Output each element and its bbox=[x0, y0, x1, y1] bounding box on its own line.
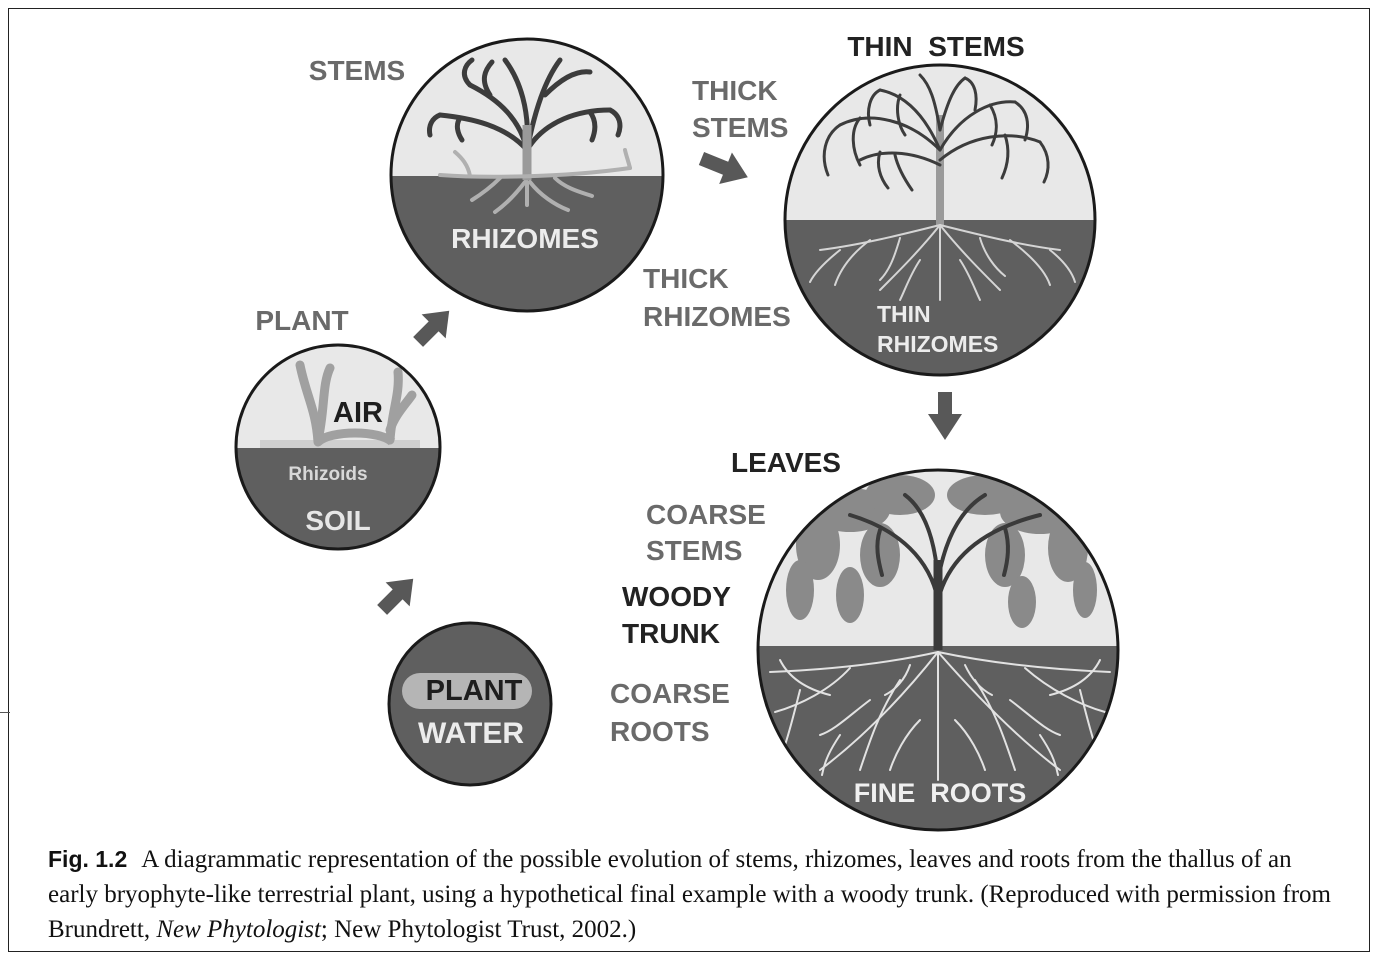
fine-roots-label: FINE ROOTS bbox=[854, 778, 1027, 808]
stage-thick-thin: THIN RHIZOMES THIN STEMS THICK STEMS THI… bbox=[643, 31, 1110, 380]
arrow-water-to-air bbox=[370, 567, 425, 622]
plant-outer-label: PLANT bbox=[255, 305, 348, 336]
stage-stems-rhizomes: RHIZOMES STEMS bbox=[309, 35, 675, 316]
figure-number: Fig. 1.2 bbox=[48, 846, 127, 872]
coarse-roots-label-1: COARSE bbox=[610, 678, 730, 709]
arrow-stems-to-thick bbox=[695, 143, 754, 193]
air-label: AIR bbox=[333, 397, 383, 429]
coarse-stems-label-2: STEMS bbox=[646, 535, 742, 566]
thick-rhizomes-label-1: THICK bbox=[643, 263, 729, 294]
stage-air-soil: AIR Rhizoids SOIL PLANT bbox=[230, 305, 450, 558]
plant-water-water-label: WATER bbox=[418, 717, 524, 750]
arrow-thick-to-woody bbox=[928, 392, 962, 440]
thin-rhizomes-label-1: THIN bbox=[877, 301, 931, 327]
soil-label: SOIL bbox=[305, 505, 370, 536]
thick-rhizomes-label-2: RHIZOMES bbox=[643, 301, 791, 332]
leaves-label: LEAVES bbox=[731, 447, 841, 478]
evolution-diagram: PLANT WATER AIR Rhizoids SOIL PLANT bbox=[0, 0, 1385, 840]
coarse-roots-label-2: ROOTS bbox=[610, 716, 710, 747]
woody-trunk-label-2: TRUNK bbox=[622, 618, 720, 649]
caption-text-end: ; New Phytologist Trust, 2002.) bbox=[321, 916, 636, 943]
rhizoids-label: Rhizoids bbox=[288, 464, 367, 485]
coarse-stems-label-1: COARSE bbox=[646, 499, 766, 530]
arrow-air-to-stems bbox=[406, 299, 461, 354]
woody-trunk-label-1: WOODY bbox=[622, 581, 731, 612]
rhizomes-label: RHIZOMES bbox=[451, 223, 599, 254]
stage-plant-water: PLANT WATER bbox=[389, 623, 551, 785]
thick-stems-label-1: THICK bbox=[692, 75, 778, 106]
caption-journal: New Phytologist bbox=[156, 916, 321, 943]
stems-label: STEMS bbox=[309, 55, 405, 86]
thin-rhizomes-label-2: RHIZOMES bbox=[877, 331, 998, 357]
thick-stems-label-2: STEMS bbox=[692, 112, 788, 143]
thin-stems-label: THIN STEMS bbox=[847, 31, 1024, 62]
stage-woody: FINE ROOTS LEAVES COARSE STEMS WOODY TRU… bbox=[610, 447, 1130, 836]
plant-water-plant-label: PLANT bbox=[426, 675, 523, 707]
